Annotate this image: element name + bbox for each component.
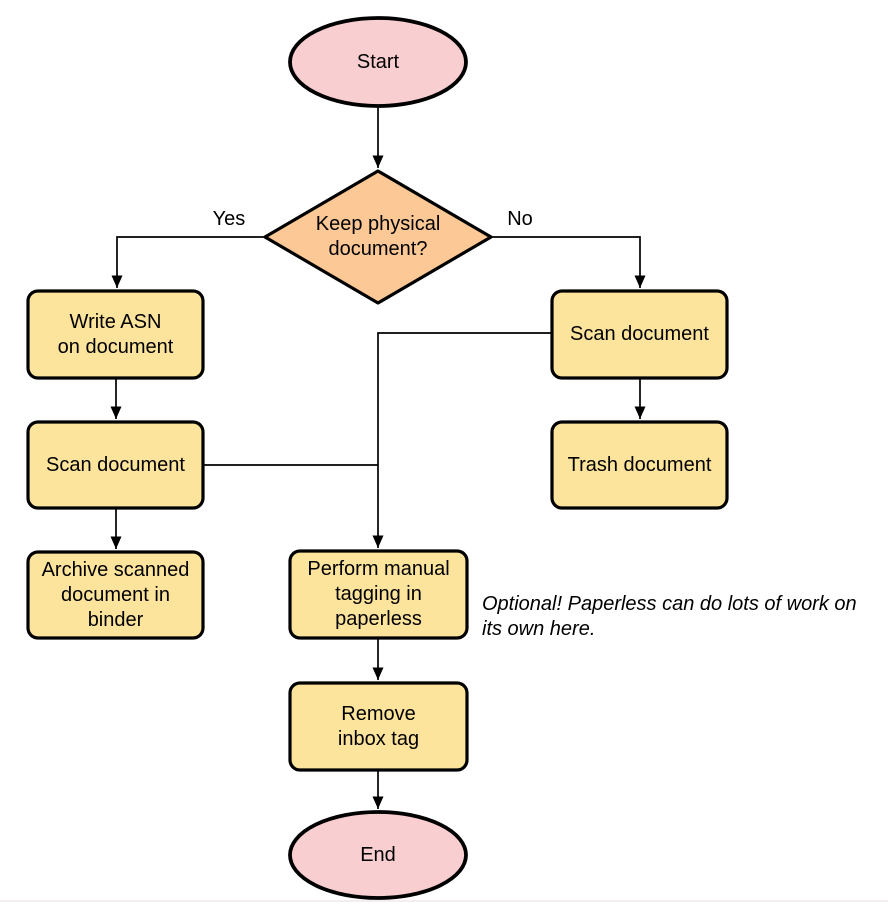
scan-left-box xyxy=(26,420,205,510)
tagging-box xyxy=(288,549,469,640)
remove-inbox-box xyxy=(288,681,469,772)
edge-decision-yes-to-write-asn xyxy=(111,236,265,288)
decision-diamond xyxy=(263,169,493,305)
trash-box xyxy=(550,420,729,510)
write-asn-box xyxy=(26,289,205,380)
edge-decision-no-to-scan-right xyxy=(491,236,646,288)
page-bottom-border xyxy=(0,900,888,902)
end-ellipse xyxy=(288,810,468,900)
edge-scan-right-to-tagging xyxy=(372,332,552,548)
start-ellipse xyxy=(288,16,468,108)
archive-box xyxy=(26,550,205,640)
scan-right-box xyxy=(550,289,729,380)
